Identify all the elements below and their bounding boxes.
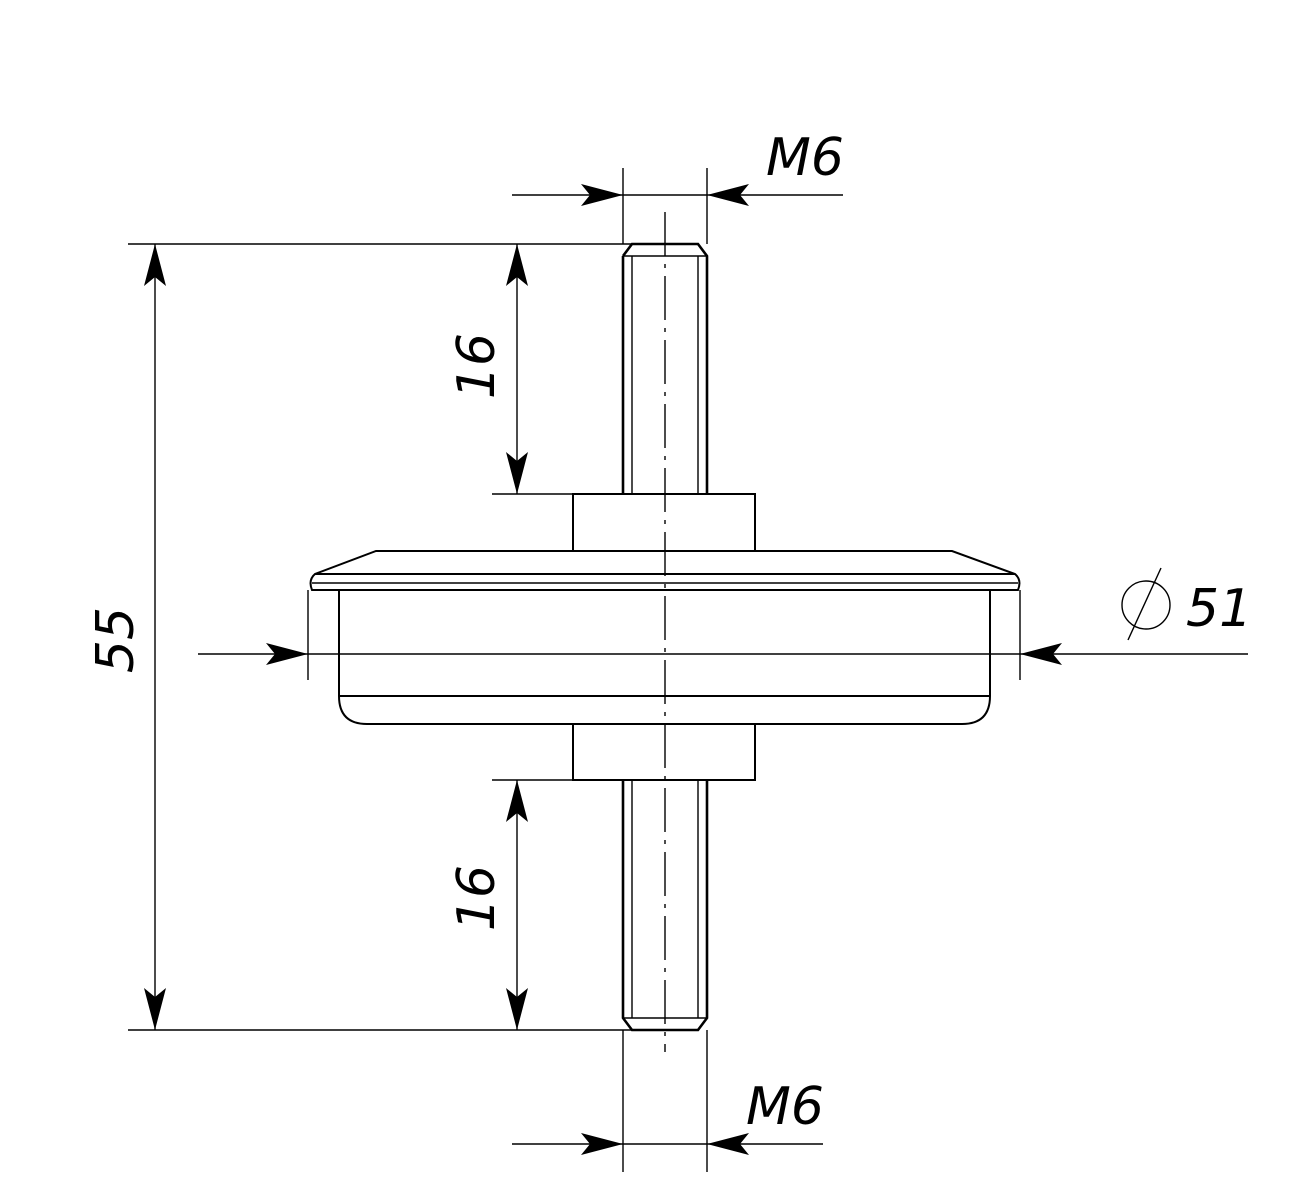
dimension-stud-length-top: 16: [447, 244, 623, 495]
bottom-hub: [572, 723, 756, 781]
top-hub: [572, 493, 756, 552]
top-stud: [621, 242, 709, 494]
diameter-icon: [1121, 567, 1171, 641]
dimension-thread-top: M6: [512, 128, 844, 244]
thread-bottom-label: M6: [746, 1077, 824, 1137]
dimension-stud-length-bottom: 16: [447, 779, 623, 1030]
stud-length-bottom-label: 16: [447, 865, 507, 931]
stud-length-top-label: 16: [447, 333, 507, 399]
bottom-stud: [621, 780, 709, 1032]
diameter-value-label: 51: [1186, 579, 1252, 639]
dimension-thread-bottom: M6: [512, 1030, 824, 1172]
dimension-diameter: 51: [198, 567, 1252, 680]
dimension-overall-height: 55: [86, 243, 632, 1031]
overall-height-label: 55: [86, 607, 146, 673]
part-outline: [309, 212, 1021, 1052]
thread-top-label: M6: [766, 128, 844, 188]
